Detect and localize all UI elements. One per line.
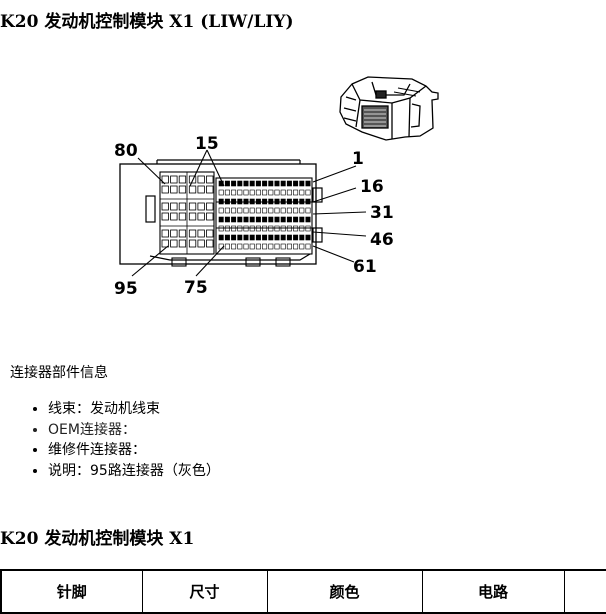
pin-leader-lines (131, 149, 367, 277)
column-header-pin: 针脚 (0, 569, 143, 614)
connector-info-title: 连接器部件信息 (10, 365, 108, 381)
table-header-row: 针脚 尺寸 颜色 电路 (0, 569, 606, 614)
column-header-extra (563, 569, 606, 614)
pin-label-80: 80 (114, 141, 138, 161)
pin-label-1: 1 (352, 149, 364, 169)
info-item-service-connector: 维修件连接器： (48, 440, 220, 461)
pin-label-31: 31 (370, 203, 394, 223)
pin-label-95: 95 (114, 279, 138, 299)
pin-label-16: 16 (360, 177, 384, 197)
section-title: K20 发动机控制模块 X1 (0, 529, 195, 549)
pin-table: 针脚 尺寸 颜色 电路 (0, 569, 606, 614)
column-header-circuit: 电路 (421, 569, 565, 614)
pin-label-75: 75 (184, 278, 208, 298)
pin-label-61: 61 (353, 257, 377, 277)
pin-label-15: 15 (195, 134, 219, 154)
pin-label-46: 46 (370, 230, 394, 250)
column-header-size: 尺寸 (141, 569, 268, 614)
connector-diagram: 80 15 1 16 31 46 61 95 75 (114, 76, 439, 299)
info-item-harness: 线束：发动机线束 (48, 399, 220, 420)
info-item-oem-connector: OEM连接器： (48, 420, 220, 441)
info-item-description: 说明：95路连接器（灰色） (48, 461, 220, 482)
column-header-color: 颜色 (266, 569, 423, 614)
connector-face (119, 159, 323, 267)
page-title: K20 发动机控制模块 X1 (LIW/LIY) (0, 12, 294, 32)
connector-info-list: 线束：发动机线束 OEM连接器： 维修件连接器： 说明：95路连接器（灰色） (30, 399, 220, 481)
connector-3d-icon (339, 76, 439, 141)
